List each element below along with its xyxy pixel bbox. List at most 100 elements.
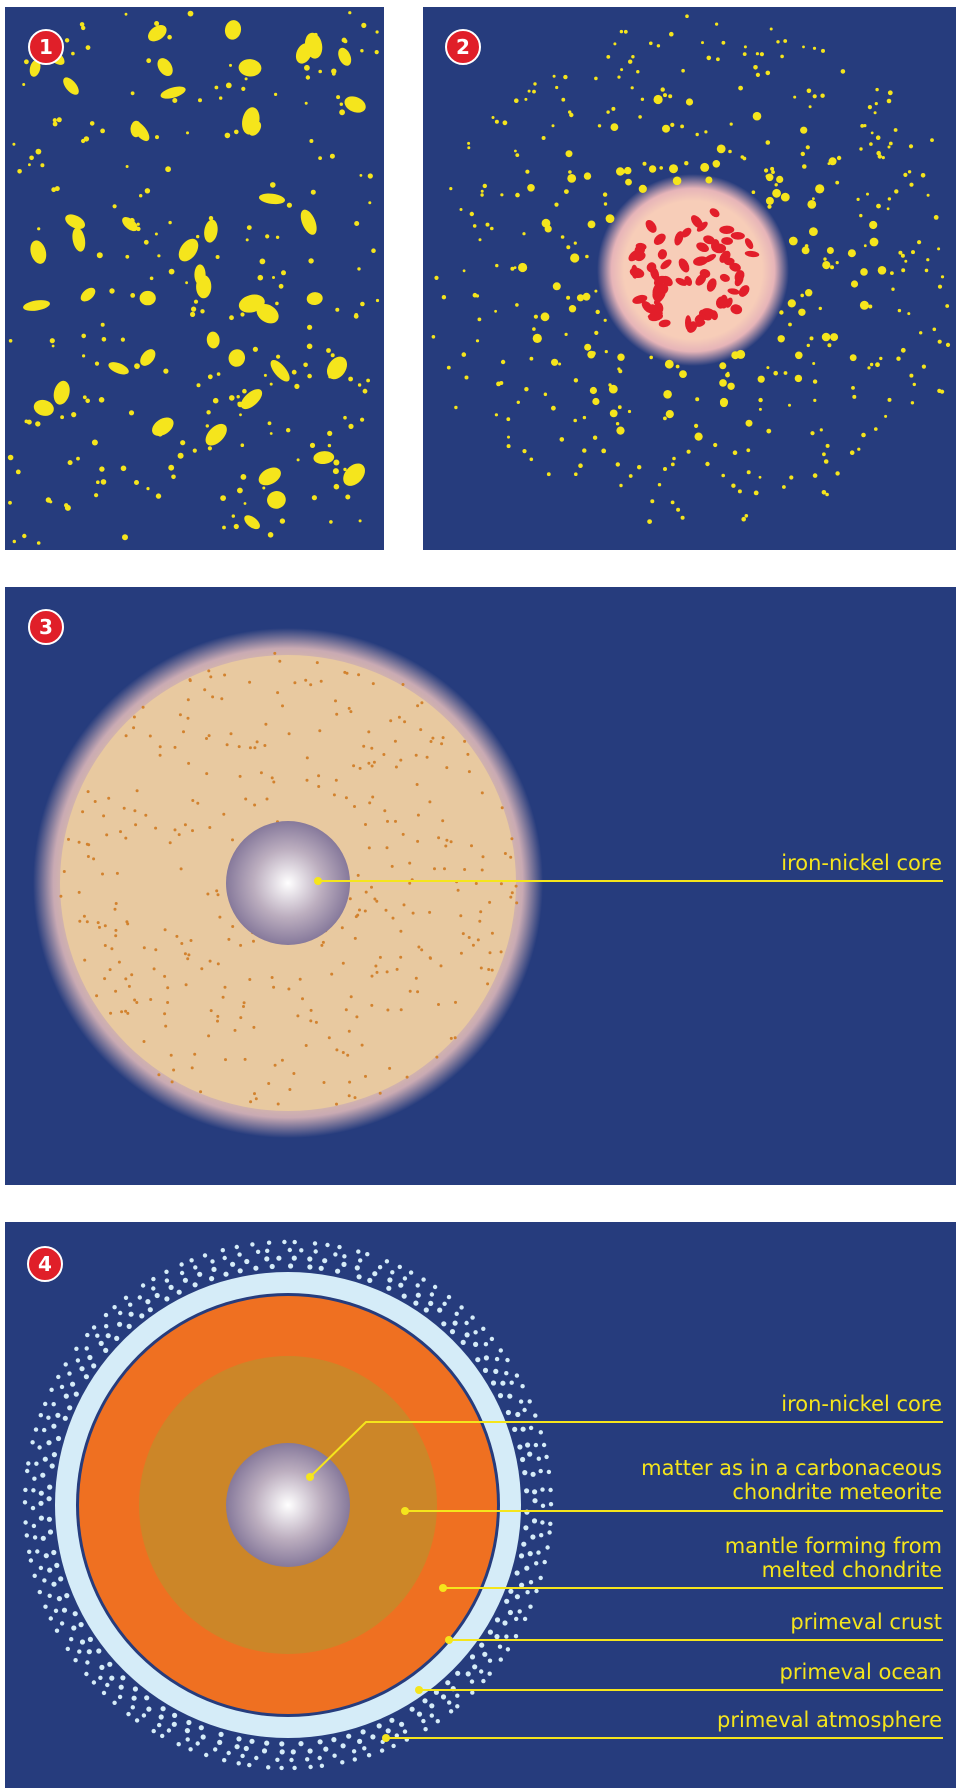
dust-grain — [286, 428, 291, 433]
panel-1-dust-cloud: 1 — [5, 7, 384, 550]
atmosphere-particle — [325, 1242, 330, 1248]
dust-grain — [716, 57, 720, 62]
hot-fragment — [734, 270, 745, 282]
iron-droplet — [157, 1073, 161, 1077]
atmosphere-particle — [514, 1616, 519, 1622]
dust-grain — [348, 11, 352, 15]
atmosphere-particle — [455, 1693, 460, 1698]
atmosphere-particle — [305, 1757, 310, 1762]
iron-droplet — [191, 799, 195, 802]
iron-droplet — [488, 900, 492, 904]
dust-grain — [647, 519, 652, 524]
dust-grain — [728, 149, 732, 154]
dust-grain — [573, 418, 577, 423]
atmosphere-particle — [317, 1739, 323, 1745]
iron-droplet — [209, 675, 213, 679]
atmosphere-particle — [494, 1617, 501, 1623]
iron-droplet — [187, 953, 191, 957]
dust-grain — [144, 188, 151, 194]
dust-clump — [139, 290, 156, 306]
iron-droplet — [445, 766, 449, 770]
iron-droplet — [216, 893, 220, 897]
dust-grain — [578, 463, 583, 469]
dust-grain — [64, 38, 70, 43]
iron-droplet — [114, 989, 118, 993]
atmosphere-particle — [64, 1593, 70, 1599]
dust-grain — [477, 317, 482, 322]
atmosphere-particle — [386, 1285, 392, 1291]
iron-droplet — [207, 669, 211, 673]
atmosphere-particle — [85, 1660, 90, 1665]
iron-droplet — [83, 958, 87, 962]
hot-fragment — [730, 304, 743, 315]
hot-fragment — [654, 275, 670, 284]
dust-grain — [758, 475, 762, 479]
dust-clump — [178, 238, 199, 262]
dust-grain — [732, 450, 738, 456]
dust-grain — [368, 201, 372, 205]
dust-grain — [29, 155, 34, 161]
iron-droplet — [238, 774, 242, 778]
iron-droplet — [341, 1051, 345, 1054]
dust-grain — [240, 474, 247, 480]
atmosphere-particle — [186, 1719, 192, 1726]
dust-grain — [766, 428, 772, 434]
dust-grain — [375, 30, 379, 34]
dust-grain — [120, 465, 127, 472]
dust-grain — [375, 298, 380, 303]
dust-grain — [480, 193, 484, 197]
chondrite-label-line2: chondrite meteorite — [732, 1480, 942, 1504]
iron-droplet — [399, 955, 403, 959]
dust-grain — [746, 470, 751, 475]
dust-grain — [304, 64, 310, 71]
dust-grain — [371, 248, 376, 253]
atmosphere-particle — [498, 1657, 503, 1662]
iron-droplet — [429, 740, 433, 743]
atmosphere-particle — [548, 1487, 553, 1493]
dust-grain — [624, 166, 632, 175]
hot-fragment — [646, 262, 657, 273]
dust-grain — [348, 423, 354, 429]
atmosphere-particle — [399, 1721, 405, 1727]
dust-grain — [478, 238, 482, 242]
dust-grain — [573, 241, 577, 245]
dust-grain — [863, 124, 867, 128]
dust-grain — [825, 443, 830, 448]
dust-grain — [36, 541, 41, 545]
dust-grain — [341, 37, 347, 43]
atmosphere-particle — [534, 1588, 539, 1594]
atmosphere-particle — [475, 1357, 481, 1363]
hot-fragment — [657, 249, 667, 260]
iron-droplet — [81, 810, 85, 814]
dust-grain — [326, 348, 331, 353]
dust-grain — [237, 487, 243, 494]
dust-grain — [589, 386, 597, 395]
atmosphere-particle — [164, 1278, 170, 1283]
dust-grain — [85, 45, 91, 50]
dust-grain — [812, 94, 817, 99]
iron-droplet — [82, 914, 86, 918]
dust-grain — [246, 225, 252, 231]
atmosphere-particle — [145, 1299, 151, 1305]
dust-grain — [573, 378, 579, 383]
atmosphere-particle — [515, 1411, 521, 1418]
iron-droplet — [315, 661, 319, 665]
atmosphere-particle — [429, 1292, 435, 1297]
iron-droplet — [270, 976, 274, 979]
iron-droplet — [420, 701, 424, 705]
atmosphere-particle — [123, 1295, 129, 1300]
atmosphere-particle — [536, 1550, 541, 1555]
iron-droplet — [180, 942, 184, 945]
atmosphere-leader-dot — [382, 1734, 390, 1742]
dust-clump — [338, 47, 352, 66]
iron-droplet — [314, 1020, 318, 1024]
iron-droplet — [370, 885, 373, 889]
iron-droplet — [386, 1008, 390, 1012]
atmosphere-particle — [230, 1261, 236, 1267]
dust-grain — [198, 98, 202, 103]
iron-droplet — [347, 1094, 351, 1098]
dust-grain — [695, 132, 699, 137]
iron-droplet — [408, 861, 412, 865]
atmosphere-particle — [377, 1265, 383, 1270]
atmosphere-particle — [548, 1521, 553, 1526]
